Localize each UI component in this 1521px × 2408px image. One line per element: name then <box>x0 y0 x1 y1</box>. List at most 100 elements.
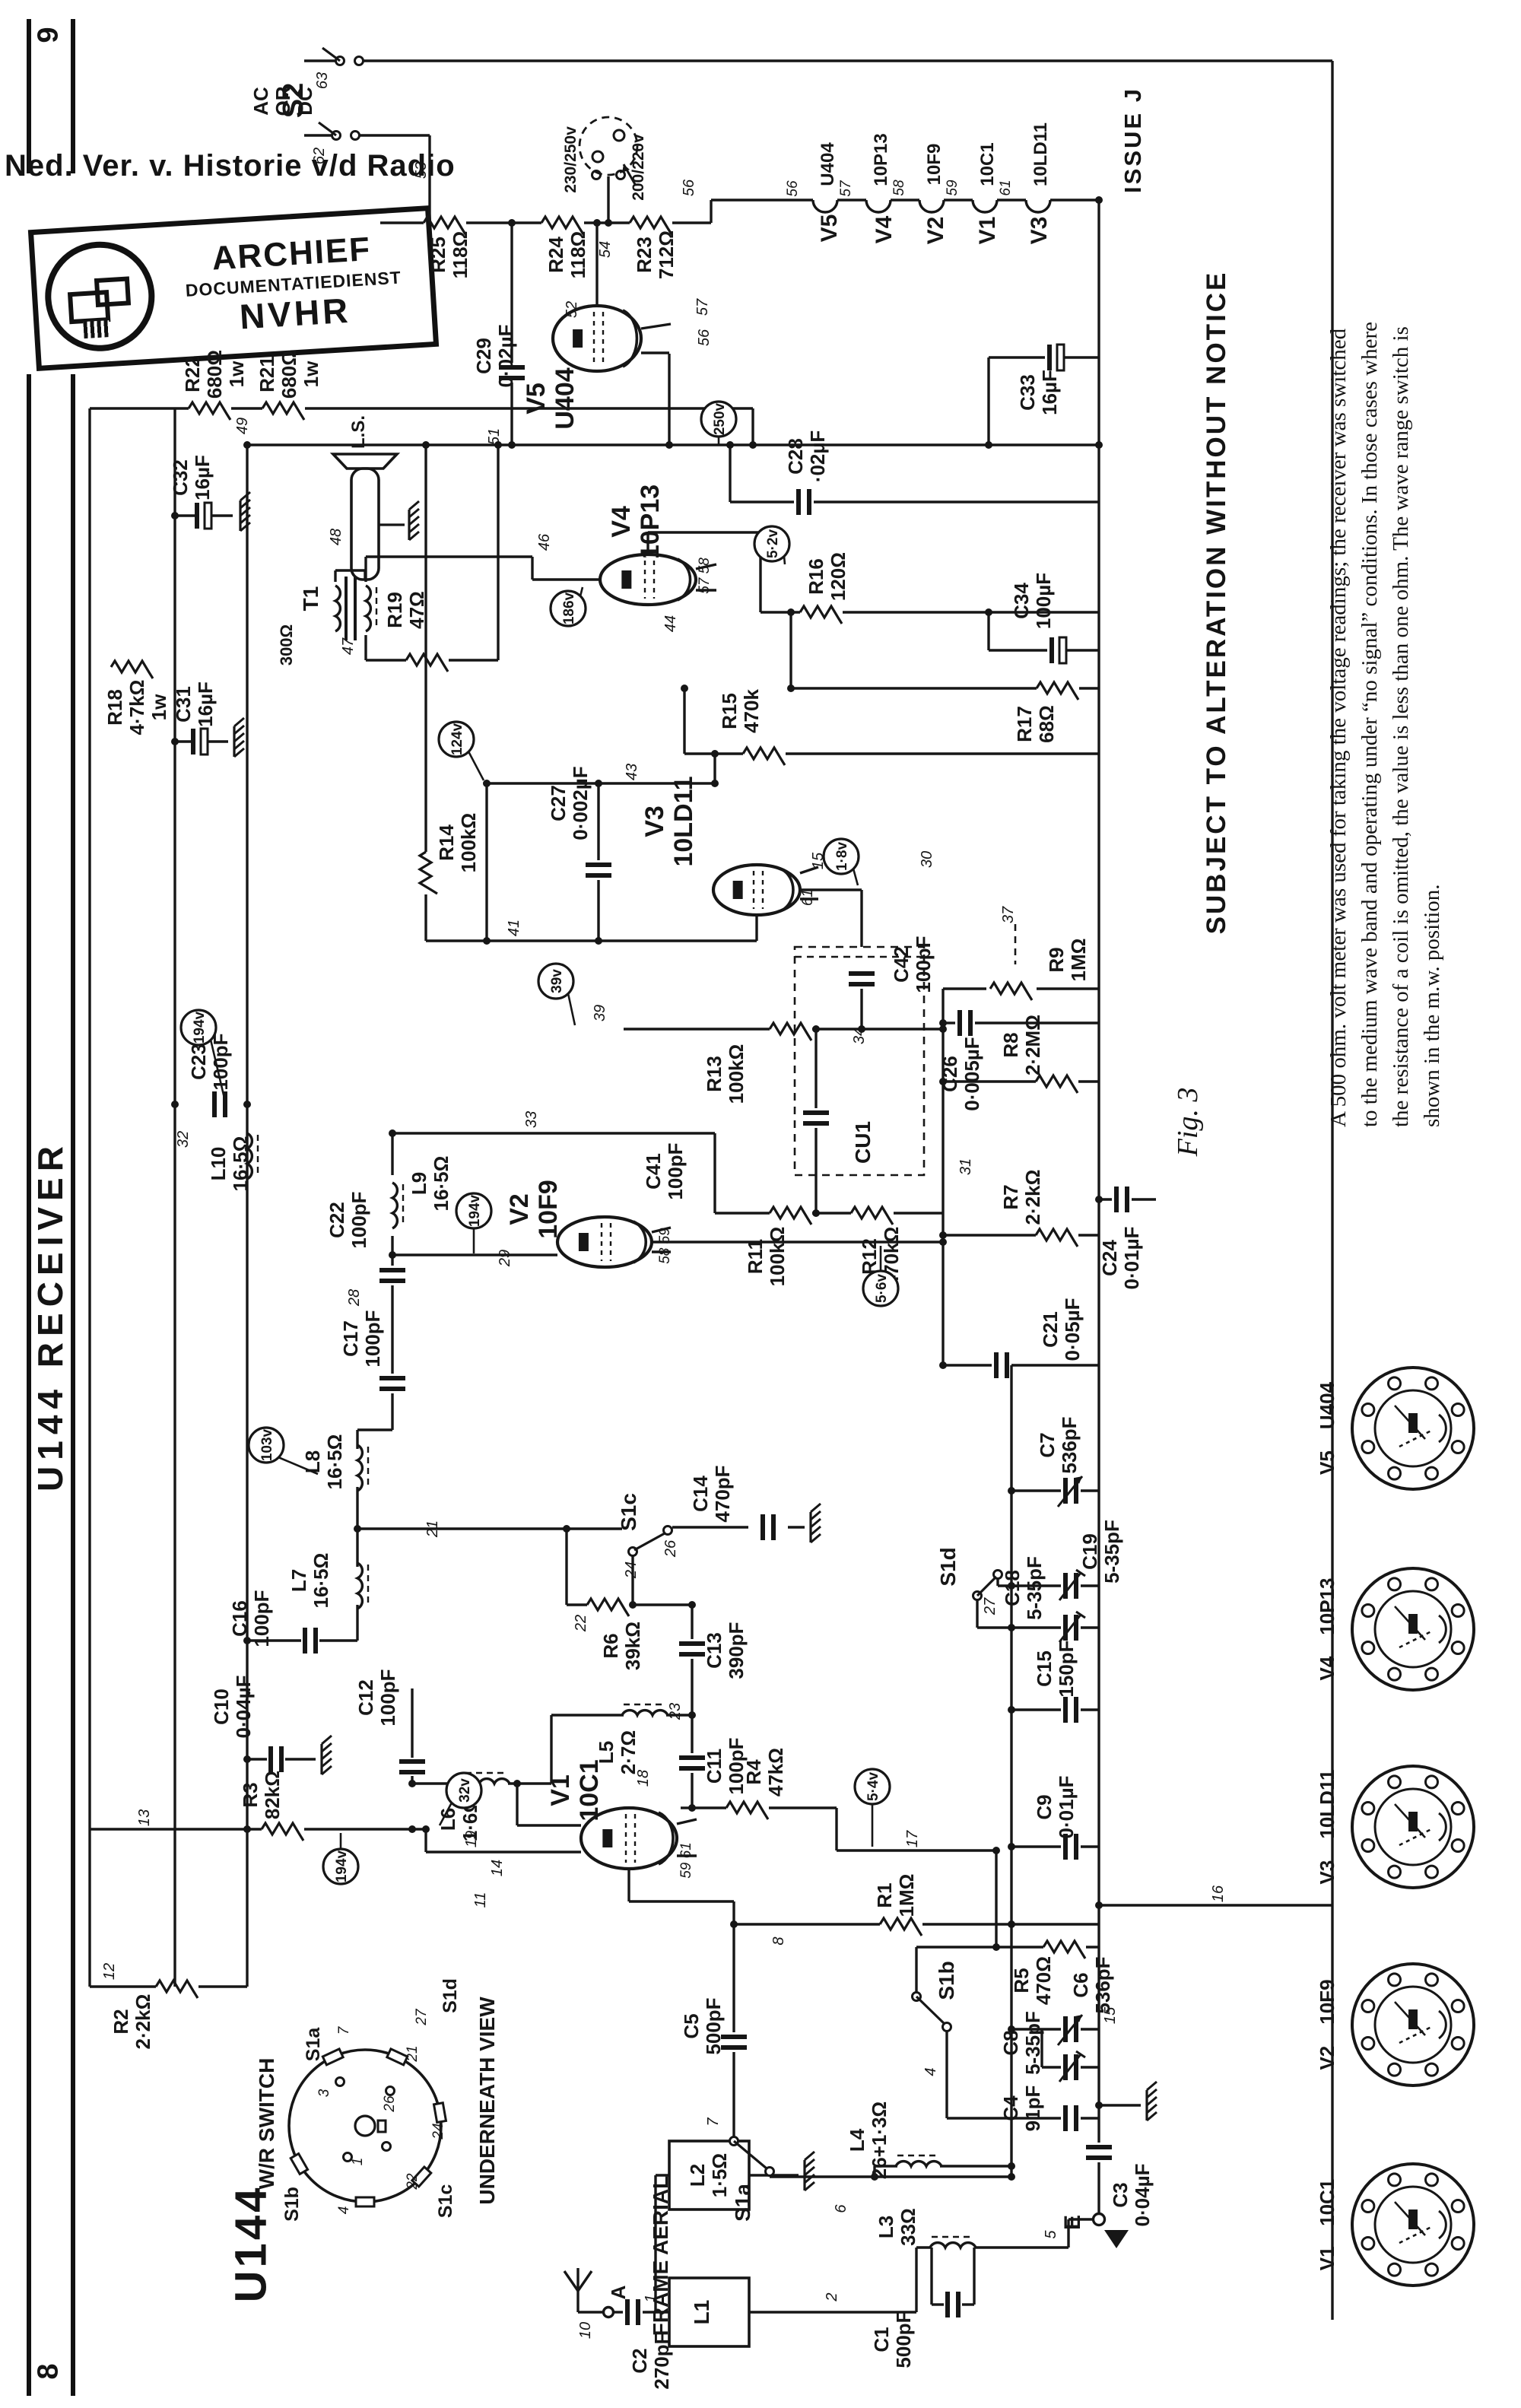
label-7: 7 <box>336 2025 352 2035</box>
svg-text:V2: V2 <box>923 217 948 245</box>
label-7: 7 <box>705 2117 722 2127</box>
label-v1: V1 <box>975 217 1000 245</box>
svg-text:59: 59 <box>945 179 961 196</box>
svg-text:10LD11: 10LD11 <box>1030 122 1051 186</box>
tube-base-v2: V210F9 <box>1316 1962 1475 2087</box>
label-54: 54 <box>597 241 614 258</box>
label-r15: R15470k <box>718 689 763 733</box>
svg-text:32v: 32v <box>457 1778 473 1803</box>
label-l1: L1 <box>690 2300 713 2325</box>
label-30: 30 <box>919 851 935 868</box>
svg-text:C17100pF: C17100pF <box>339 1310 384 1367</box>
label-c31: C3116µF <box>172 681 217 727</box>
label-46: 46 <box>536 533 553 551</box>
label-c32: C3216µF <box>169 455 214 500</box>
svg-text:C15150pF: C15150pF <box>1033 1640 1078 1697</box>
svg-text:L21·5Ω: L21·5Ω <box>686 2153 731 2197</box>
label-r7: R72·2kΩ <box>999 1170 1044 1225</box>
label-v2: V2 <box>923 217 948 245</box>
label-57: 57 <box>694 298 711 316</box>
svg-text:C5500pF: C5500pF <box>680 1997 725 2054</box>
label-c22: C22100pF <box>325 1191 370 1248</box>
svg-text:L716·5Ω: L716·5Ω <box>287 1553 332 1609</box>
label-57: 57 <box>838 179 854 197</box>
svg-text:63: 63 <box>314 72 331 89</box>
svg-text:200/220v: 200/220v <box>630 134 647 201</box>
label-8: 8 <box>770 1936 787 1945</box>
svg-text:C2270pF: C2270pF <box>628 2332 673 2389</box>
label-l5: L52·7Ω <box>595 1730 640 1774</box>
svg-text:56: 56 <box>785 180 801 197</box>
label-27: 27 <box>414 2008 430 2026</box>
svg-text:58: 58 <box>891 179 907 196</box>
svg-text:R91MΩ: R91MΩ <box>1045 939 1090 982</box>
svg-text:12: 12 <box>101 1963 118 1980</box>
svg-text:V110C1: V110C1 <box>1316 2179 1338 2271</box>
label-r16: R16120Ω <box>805 552 849 601</box>
label-61: 61 <box>799 889 816 906</box>
label-11: 11 <box>472 1892 489 1908</box>
svg-text:R23712Ω: R23712Ω <box>633 230 678 279</box>
label-v5: V5 <box>817 214 842 243</box>
svg-text:R25118Ω: R25118Ω <box>427 231 472 279</box>
label-27: 27 <box>982 1597 999 1615</box>
label-37: 37 <box>1000 906 1017 923</box>
svg-text:V3: V3 <box>1027 217 1052 245</box>
svg-text:C85-35pF: C85-35pF <box>999 2011 1044 2075</box>
svg-text:10C1: 10C1 <box>977 142 998 186</box>
label-v4: V4 <box>872 215 897 243</box>
label-24: 24 <box>623 1561 640 1579</box>
label-200-220v: 200/220v <box>630 134 647 201</box>
svg-text:W/R SWITCH: W/R SWITCH <box>255 2058 278 2190</box>
label-10f9: 10F9 <box>924 144 945 186</box>
label-c9: C90·01µF <box>1033 1776 1078 1839</box>
label-33: 33 <box>523 1111 540 1128</box>
svg-text:R72·2kΩ: R72·2kΩ <box>999 1170 1044 1225</box>
svg-text:R447kΩ: R447kΩ <box>742 1748 787 1796</box>
label-c18: C185-35pF <box>1001 1556 1046 1620</box>
label-s1d: S1d <box>936 1547 960 1586</box>
label-c29: C290·02µF <box>472 325 517 388</box>
svg-text:47: 47 <box>340 637 357 655</box>
svg-text:R5470Ω: R5470Ω <box>1010 1956 1055 2005</box>
label-17: 17 <box>904 1830 921 1847</box>
voltage-balloon-32v: 32v <box>438 1771 483 1826</box>
label-a: A <box>607 2285 630 2299</box>
svg-text:R13100kΩ: R13100kΩ <box>703 1044 748 1104</box>
label-56: 56 <box>681 179 697 196</box>
svg-text:37: 37 <box>1000 906 1017 923</box>
label-10c1: 10C1 <box>977 142 998 186</box>
voltage-balloon-124v: 124v <box>437 720 485 781</box>
svg-text:24: 24 <box>623 1561 640 1579</box>
svg-text:ACORDC: ACORDC <box>249 86 316 116</box>
label-c34: C34100µF <box>1010 573 1055 629</box>
svg-text:103v: 103v <box>259 1428 275 1461</box>
svg-text:R16120Ω: R16120Ω <box>805 552 849 601</box>
svg-text:1·8v: 1·8v <box>834 842 850 871</box>
label-21: 21 <box>405 2045 421 2062</box>
label-t1: T1 <box>299 586 322 612</box>
svg-text:24: 24 <box>430 2123 446 2140</box>
label-56: 56 <box>696 329 713 346</box>
svg-text:L426+1·3Ω: L426+1·3Ω <box>846 2101 891 2180</box>
svg-text:C90·01µF: C90·01µF <box>1033 1776 1078 1839</box>
label-19: 19 <box>463 1831 480 1847</box>
label-26: 26 <box>382 2095 398 2113</box>
svg-text:C260·005µF: C260·005µF <box>938 1037 983 1110</box>
label-s1b: S1b <box>281 2187 303 2222</box>
capacitors <box>191 343 1129 2325</box>
label-14: 14 <box>489 1860 506 1876</box>
svg-text:A: A <box>607 2285 630 2299</box>
voltage-balloon-194v: 194v <box>322 1833 360 1885</box>
svg-text:V110C1: V110C1 <box>546 1759 604 1821</box>
svg-text:1: 1 <box>643 2294 659 2302</box>
svg-text:V210F9: V210F9 <box>1316 1979 1338 2070</box>
label-24: 24 <box>430 2123 446 2140</box>
boxes <box>668 945 926 2348</box>
svg-text:57: 57 <box>694 298 711 316</box>
svg-text:C1500pF: C1500pF <box>870 2311 915 2368</box>
label-r6: R639kΩ <box>599 1622 644 1670</box>
svg-text:C3216µF: C3216µF <box>169 455 214 500</box>
svg-text:10F9: 10F9 <box>924 144 945 186</box>
svg-text:15: 15 <box>1102 2006 1119 2024</box>
